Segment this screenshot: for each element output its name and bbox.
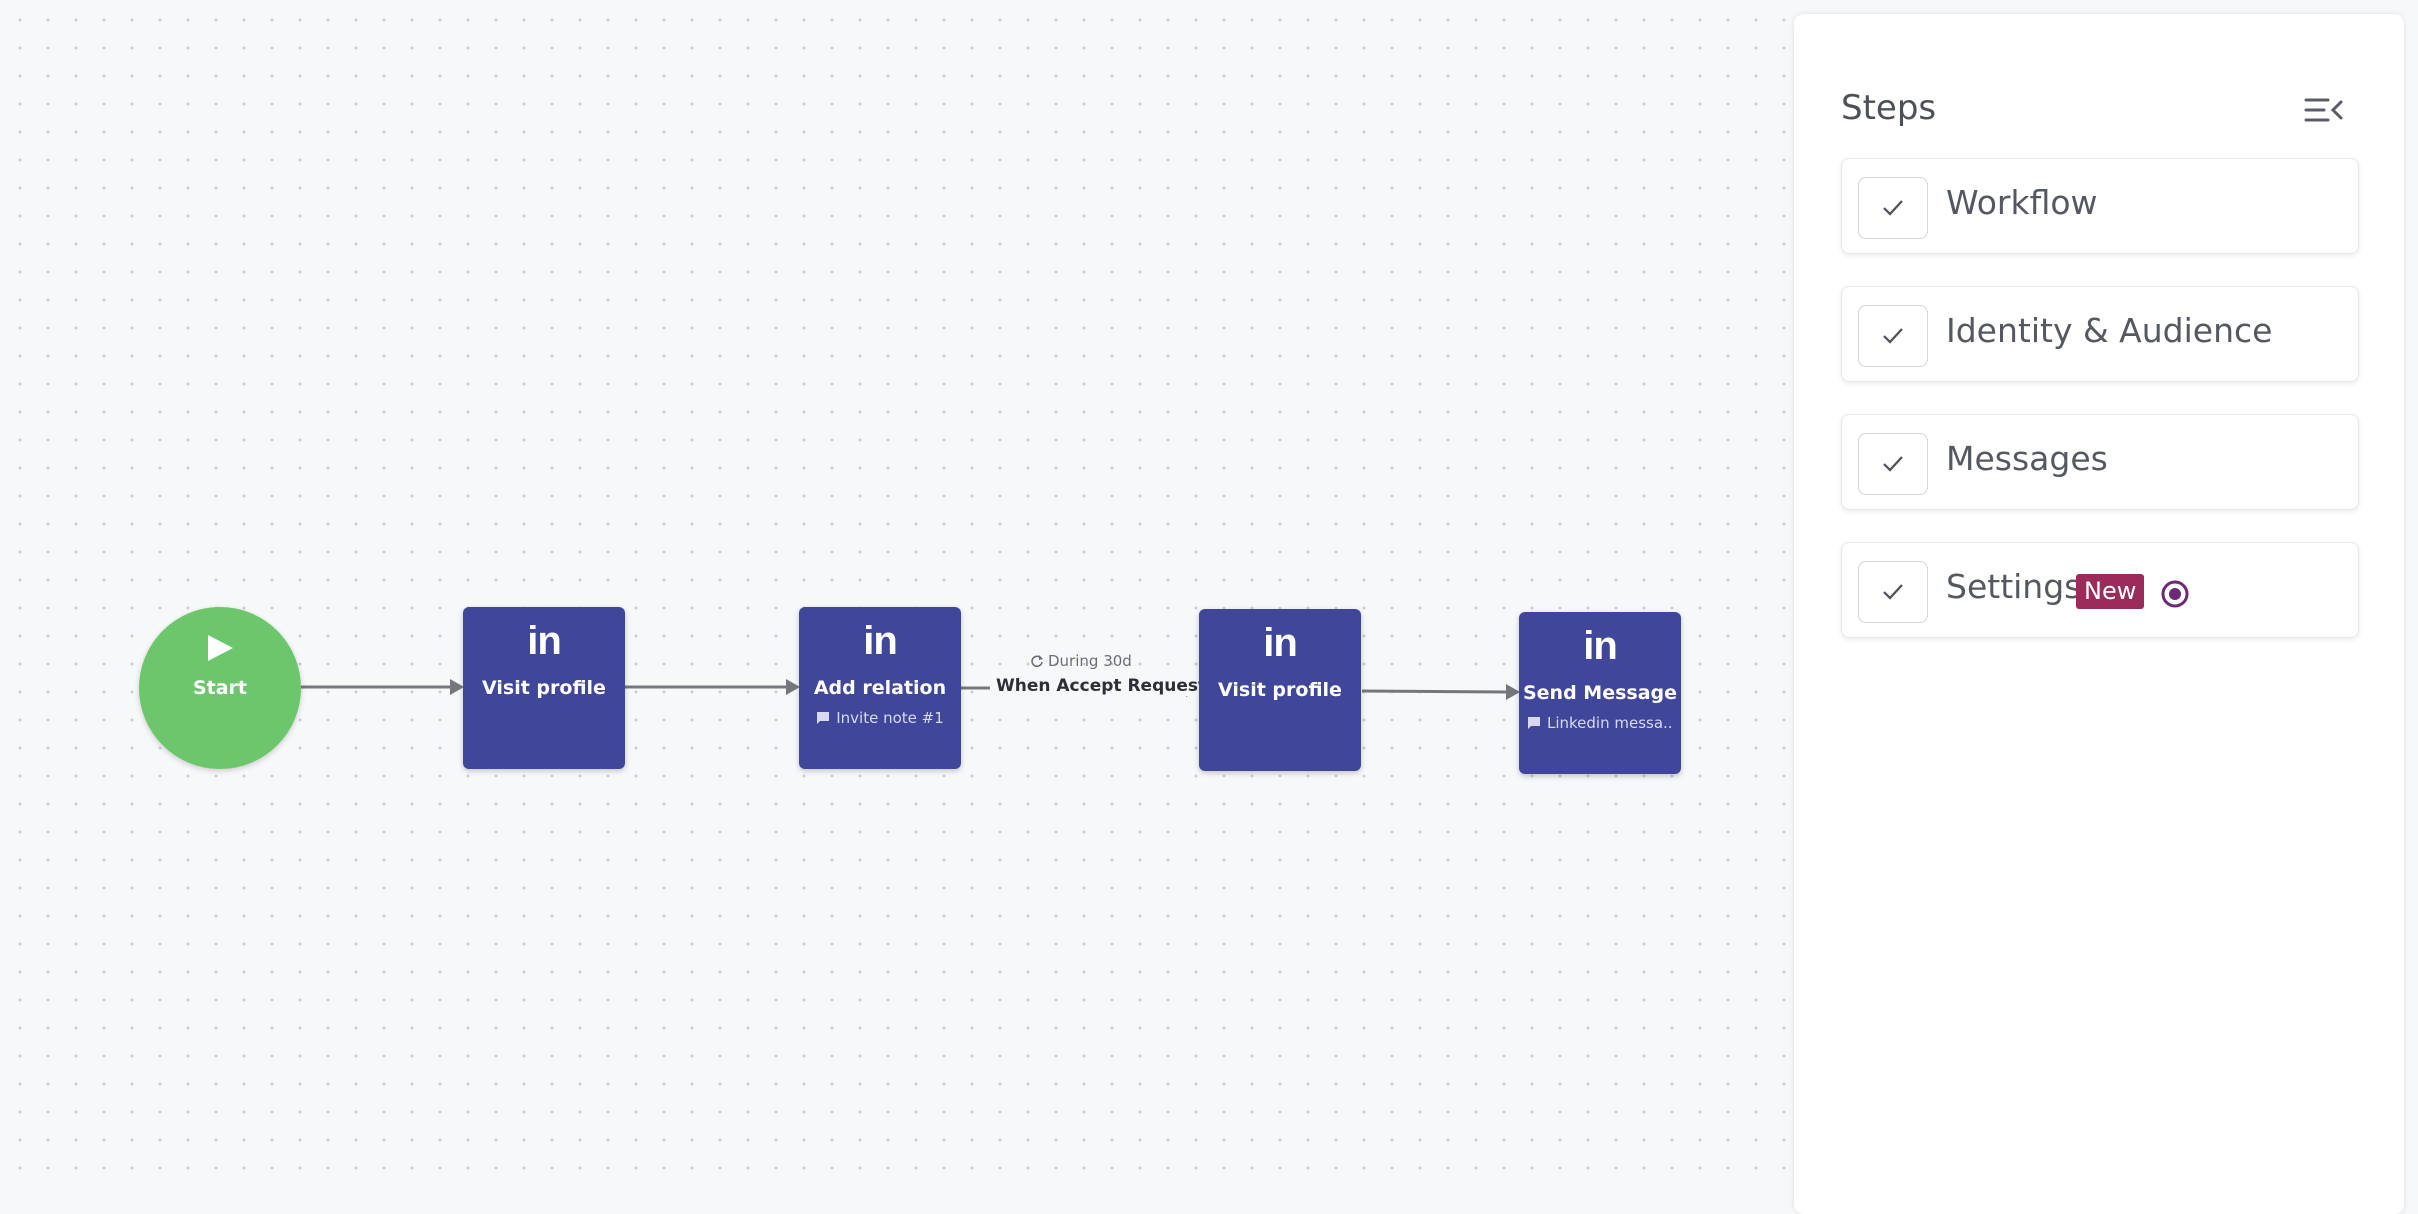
step-checkbox[interactable] (1858, 433, 1928, 495)
check-icon (1883, 200, 1903, 216)
step-label: Identity & Audience (1946, 311, 2273, 350)
node-sub-text: Linkedin messa... (1547, 714, 1673, 732)
linkedin-icon: in (1583, 624, 1618, 668)
node-title: Visit profile (1218, 679, 1342, 701)
node-subtitle: Linkedin messa... (1527, 714, 1673, 732)
start-label: Start (192, 677, 248, 699)
node-title: Send Message (1522, 682, 1678, 704)
check-icon (1883, 584, 1903, 600)
step-checkbox[interactable] (1858, 177, 1928, 239)
step-label: Messages (1946, 439, 2108, 478)
condition-label[interactable]: When Accept Request (994, 676, 1209, 696)
edge-visit2-send (1361, 689, 1509, 694)
message-icon (817, 712, 830, 724)
collapse-menu-icon[interactable] (2304, 96, 2344, 126)
linkedin-icon: in (863, 619, 898, 663)
check-icon (1883, 328, 1903, 344)
node-visit-profile[interactable]: in Visit profile (463, 607, 625, 769)
node-send-message[interactable]: in Send Message Linkedin messa... (1519, 612, 1681, 774)
node-visit-profile-2[interactable]: in Visit profile (1199, 609, 1361, 771)
workflow-edges (301, 679, 1520, 700)
node-title: Visit profile (482, 677, 606, 699)
check-icon (1883, 456, 1903, 472)
linkedin-icon: in (1263, 621, 1298, 665)
steps-panel: Steps Workflow Identity & Audience Messa… (1794, 14, 2404, 1214)
step-settings[interactable]: Settings New (1841, 542, 2359, 638)
condition-duration-text: During 30d (1048, 652, 1132, 670)
condition-duration: During 30d (1030, 652, 1132, 670)
node-sub-text: Invite note #1 (836, 709, 944, 727)
play-icon (208, 635, 233, 661)
step-checkbox[interactable] (1858, 305, 1928, 367)
step-label: Workflow (1946, 183, 2098, 222)
step-checkbox[interactable] (1858, 561, 1928, 623)
step-workflow[interactable]: Workflow (1841, 158, 2359, 254)
node-title: Add relation (813, 677, 947, 699)
refresh-icon (1031, 655, 1043, 668)
new-badge: New (2076, 574, 2145, 609)
step-messages[interactable]: Messages (1841, 414, 2359, 510)
step-label: Settings (1946, 567, 2082, 606)
workflow-canvas[interactable]: Start in Visit profile in Add relation I… (0, 0, 1792, 1184)
start-node[interactable]: Start (139, 607, 301, 769)
node-add-relation[interactable]: in Add relation Invite note #1 (799, 607, 961, 769)
step-identity-audience[interactable]: Identity & Audience (1841, 286, 2359, 382)
linkedin-icon: in (527, 619, 562, 663)
node-subtitle: Invite note #1 (807, 709, 953, 727)
active-step-indicator-icon (2161, 580, 2189, 608)
panel-title: Steps (1841, 88, 1937, 128)
message-icon (1528, 717, 1540, 729)
